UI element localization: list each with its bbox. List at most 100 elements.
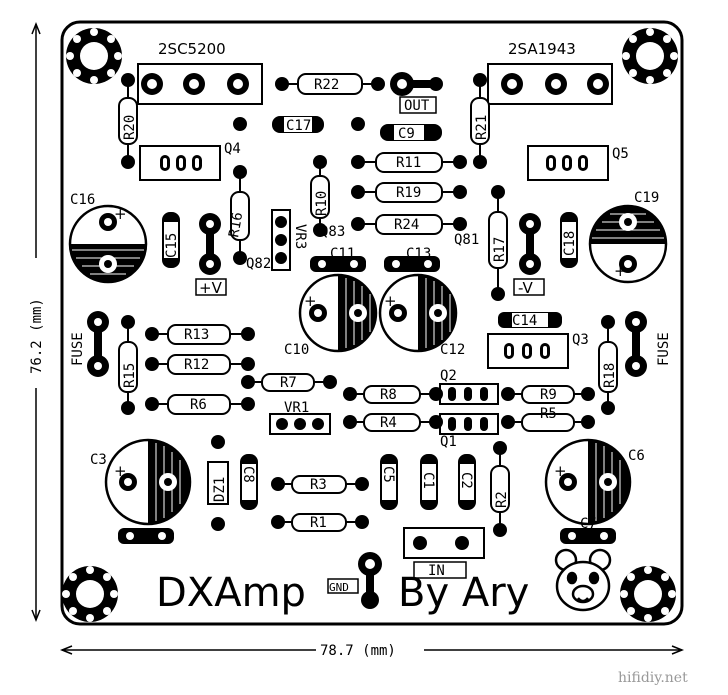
- label-c11: C11: [330, 246, 355, 262]
- mount-hole-bl: [62, 566, 118, 622]
- capacitor-c14: [498, 312, 562, 328]
- svg-text:+: +: [304, 292, 317, 310]
- width-dimension-label: 78.7 (mm): [320, 643, 396, 659]
- mount-hole-tr: [622, 28, 678, 84]
- label-c17: C17: [286, 118, 311, 134]
- resistor-r22: [275, 73, 385, 95]
- label-c2: C2: [458, 472, 474, 489]
- label-r22: R22: [314, 77, 339, 93]
- label-c14: C14: [512, 313, 537, 329]
- resistor-r13: [145, 324, 255, 345]
- resistor-r7: [241, 373, 337, 392]
- label-q81: Q81: [454, 232, 479, 248]
- capacitor-c10: +: [298, 273, 378, 353]
- capacitor-c6: +: [544, 438, 632, 526]
- terminal-plus-v: [195, 213, 227, 296]
- resistor-r17: [488, 185, 508, 301]
- label-r9: R9: [540, 387, 557, 403]
- label-c7: C7: [580, 516, 597, 532]
- capacitor-c7: [560, 528, 616, 544]
- label-c8: C8: [240, 466, 256, 483]
- transistor-q2: [439, 383, 499, 405]
- svg-text:+: +: [614, 262, 627, 280]
- label-r7: R7: [280, 375, 297, 391]
- label-q82: Q82: [246, 256, 271, 272]
- label-c9: C9: [398, 126, 415, 142]
- capacitor-c2: [458, 454, 476, 510]
- label-vr1: VR1: [284, 400, 309, 416]
- resistor-r18: [598, 315, 618, 415]
- label-c1: C1: [420, 472, 436, 489]
- capacitor-c1: [420, 454, 438, 510]
- svg-text:+: +: [114, 205, 127, 223]
- label-q5: Q5: [612, 146, 629, 162]
- capacitor-c5: [380, 454, 398, 510]
- transistor-q3: [487, 333, 569, 369]
- label-r1: R1: [310, 515, 327, 531]
- label-c16: C16: [70, 192, 95, 208]
- label-minus-v: -V: [518, 279, 534, 297]
- resistor-r10: [310, 155, 330, 237]
- resistor-r2: [490, 441, 510, 537]
- fuse-right: [625, 311, 647, 377]
- resistor-r20: [118, 73, 138, 169]
- capacitor-c3: +: [104, 438, 192, 526]
- resistor-r19: [351, 182, 467, 203]
- label-c6: C6: [628, 448, 645, 464]
- svg-text:+: +: [114, 462, 127, 480]
- resistor-r24: [351, 214, 467, 235]
- resistor-r3: [271, 475, 369, 494]
- label-r4: R4: [380, 415, 397, 431]
- label-fuse-left: FUSE: [70, 332, 86, 366]
- capacitor-c16: +: [68, 204, 148, 284]
- svg-text:+: +: [554, 462, 567, 480]
- capacitor-c13: [384, 256, 440, 272]
- label-r5: R5: [540, 406, 557, 422]
- label-plus-v: +V: [199, 279, 223, 297]
- board-outline: [60, 20, 684, 626]
- height-dimension-label: 76.2 (mm): [29, 298, 45, 374]
- label-q4: Q4: [224, 141, 241, 157]
- label-out: OUT: [404, 98, 430, 114]
- label-r17: R17: [492, 237, 508, 262]
- label-q3: Q3: [572, 332, 589, 348]
- label-r15: R15: [122, 363, 138, 388]
- mount-hole-br: [620, 566, 676, 622]
- transistor-label-right: 2SA1943: [508, 40, 576, 58]
- power-transistor-left: [137, 63, 263, 105]
- label-c3: C3: [90, 452, 107, 468]
- label-c15: C15: [164, 233, 180, 258]
- label-r21: R21: [474, 115, 490, 140]
- label-r20: R20: [122, 115, 138, 140]
- label-q2: Q2: [440, 368, 457, 384]
- resistor-r21: [470, 73, 490, 169]
- label-vr3: VR3: [292, 224, 308, 249]
- capacitor-c11: [310, 256, 366, 272]
- label-c18: C18: [562, 231, 578, 256]
- trimmer-vr3: [271, 209, 291, 271]
- label-gnd: GND: [329, 581, 349, 594]
- label-c19: C19: [634, 190, 659, 206]
- label-r19: R19: [396, 185, 421, 201]
- out-terminal: [390, 72, 443, 114]
- label-r18: R18: [602, 363, 618, 388]
- mount-hole-tl: [66, 28, 122, 84]
- label-q1: Q1: [440, 434, 457, 450]
- label-r13: R13: [184, 327, 209, 343]
- label-r10: R10: [314, 191, 330, 216]
- label-r16: R16: [226, 211, 246, 239]
- label-dz1: DZ1: [212, 477, 228, 502]
- resistor-r6: [145, 394, 255, 415]
- resistor-r12: [145, 354, 255, 375]
- label-r6: R6: [190, 397, 207, 413]
- label-r3: R3: [310, 477, 327, 493]
- resistor-r16: [230, 165, 250, 265]
- label-fuse-right: FUSE: [656, 332, 672, 366]
- gnd-terminal: [327, 552, 382, 609]
- resistor-r9: [501, 385, 595, 404]
- title-right: By Ary: [398, 570, 529, 616]
- title-left: DXAmp: [156, 570, 306, 616]
- power-transistor-right: [487, 63, 613, 105]
- label-c5: C5: [380, 466, 396, 483]
